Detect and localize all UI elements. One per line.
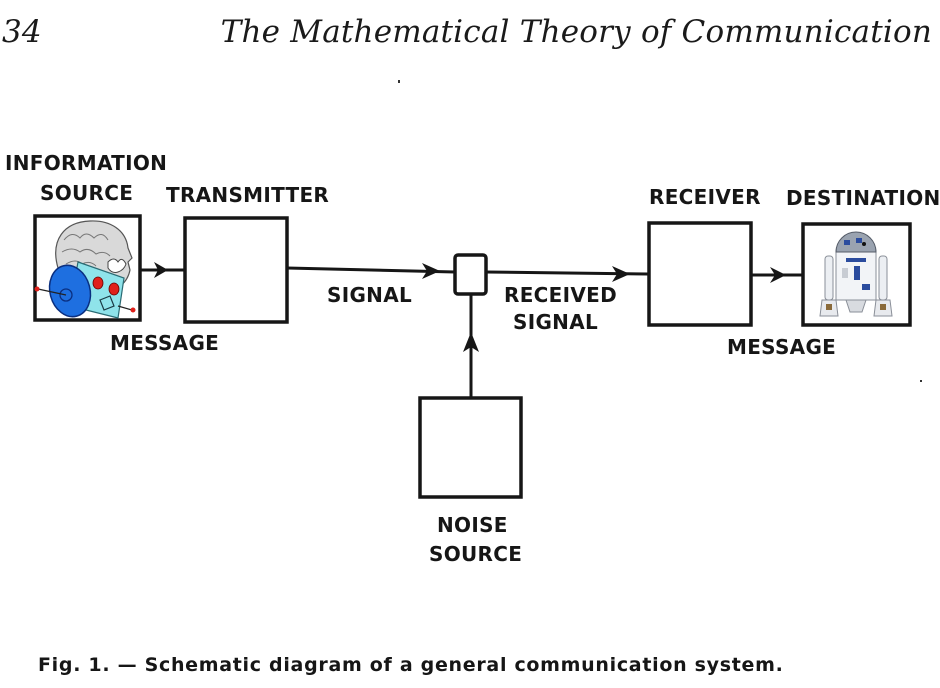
arrowhead-icon bbox=[463, 332, 479, 352]
receiver-box bbox=[647, 221, 753, 327]
destination-label: DESTINATION bbox=[786, 186, 940, 210]
signal-label: SIGNAL bbox=[327, 283, 413, 307]
receiver-label: RECEIVER bbox=[649, 185, 761, 209]
figure-caption: Fig. 1. — Schematic diagram of a general… bbox=[38, 654, 784, 676]
page-number: 34 bbox=[2, 14, 42, 50]
arrowhead-icon bbox=[422, 263, 440, 279]
transmitter-box bbox=[183, 216, 289, 324]
transmitter-label: TRANSMITTER bbox=[166, 183, 330, 207]
brain-head-and-robot-icon bbox=[34, 220, 136, 319]
information-source-label-line1: INFORMATION bbox=[5, 151, 168, 175]
print-speck bbox=[920, 380, 922, 382]
information-source-label-line2: SOURCE bbox=[40, 181, 134, 205]
noise-junction-box bbox=[453, 253, 488, 296]
received-signal-label-line1: RECEIVED bbox=[504, 283, 617, 307]
arrowhead-icon bbox=[154, 262, 168, 278]
running-title: The Mathematical Theory of Communication bbox=[220, 14, 932, 50]
arrowhead-icon bbox=[770, 267, 786, 283]
noise-source-label-line2: SOURCE bbox=[429, 542, 523, 566]
message-in-label: MESSAGE bbox=[110, 331, 220, 355]
received-signal-label-line2: SIGNAL bbox=[513, 310, 599, 334]
print-speck bbox=[398, 80, 400, 83]
noise-source-box bbox=[418, 396, 523, 499]
message-out-label: MESSAGE bbox=[727, 335, 837, 359]
r2d2-robot-icon bbox=[819, 231, 893, 317]
arrowhead-icon bbox=[612, 266, 630, 282]
noise-source-label-line1: NOISE bbox=[437, 513, 508, 537]
